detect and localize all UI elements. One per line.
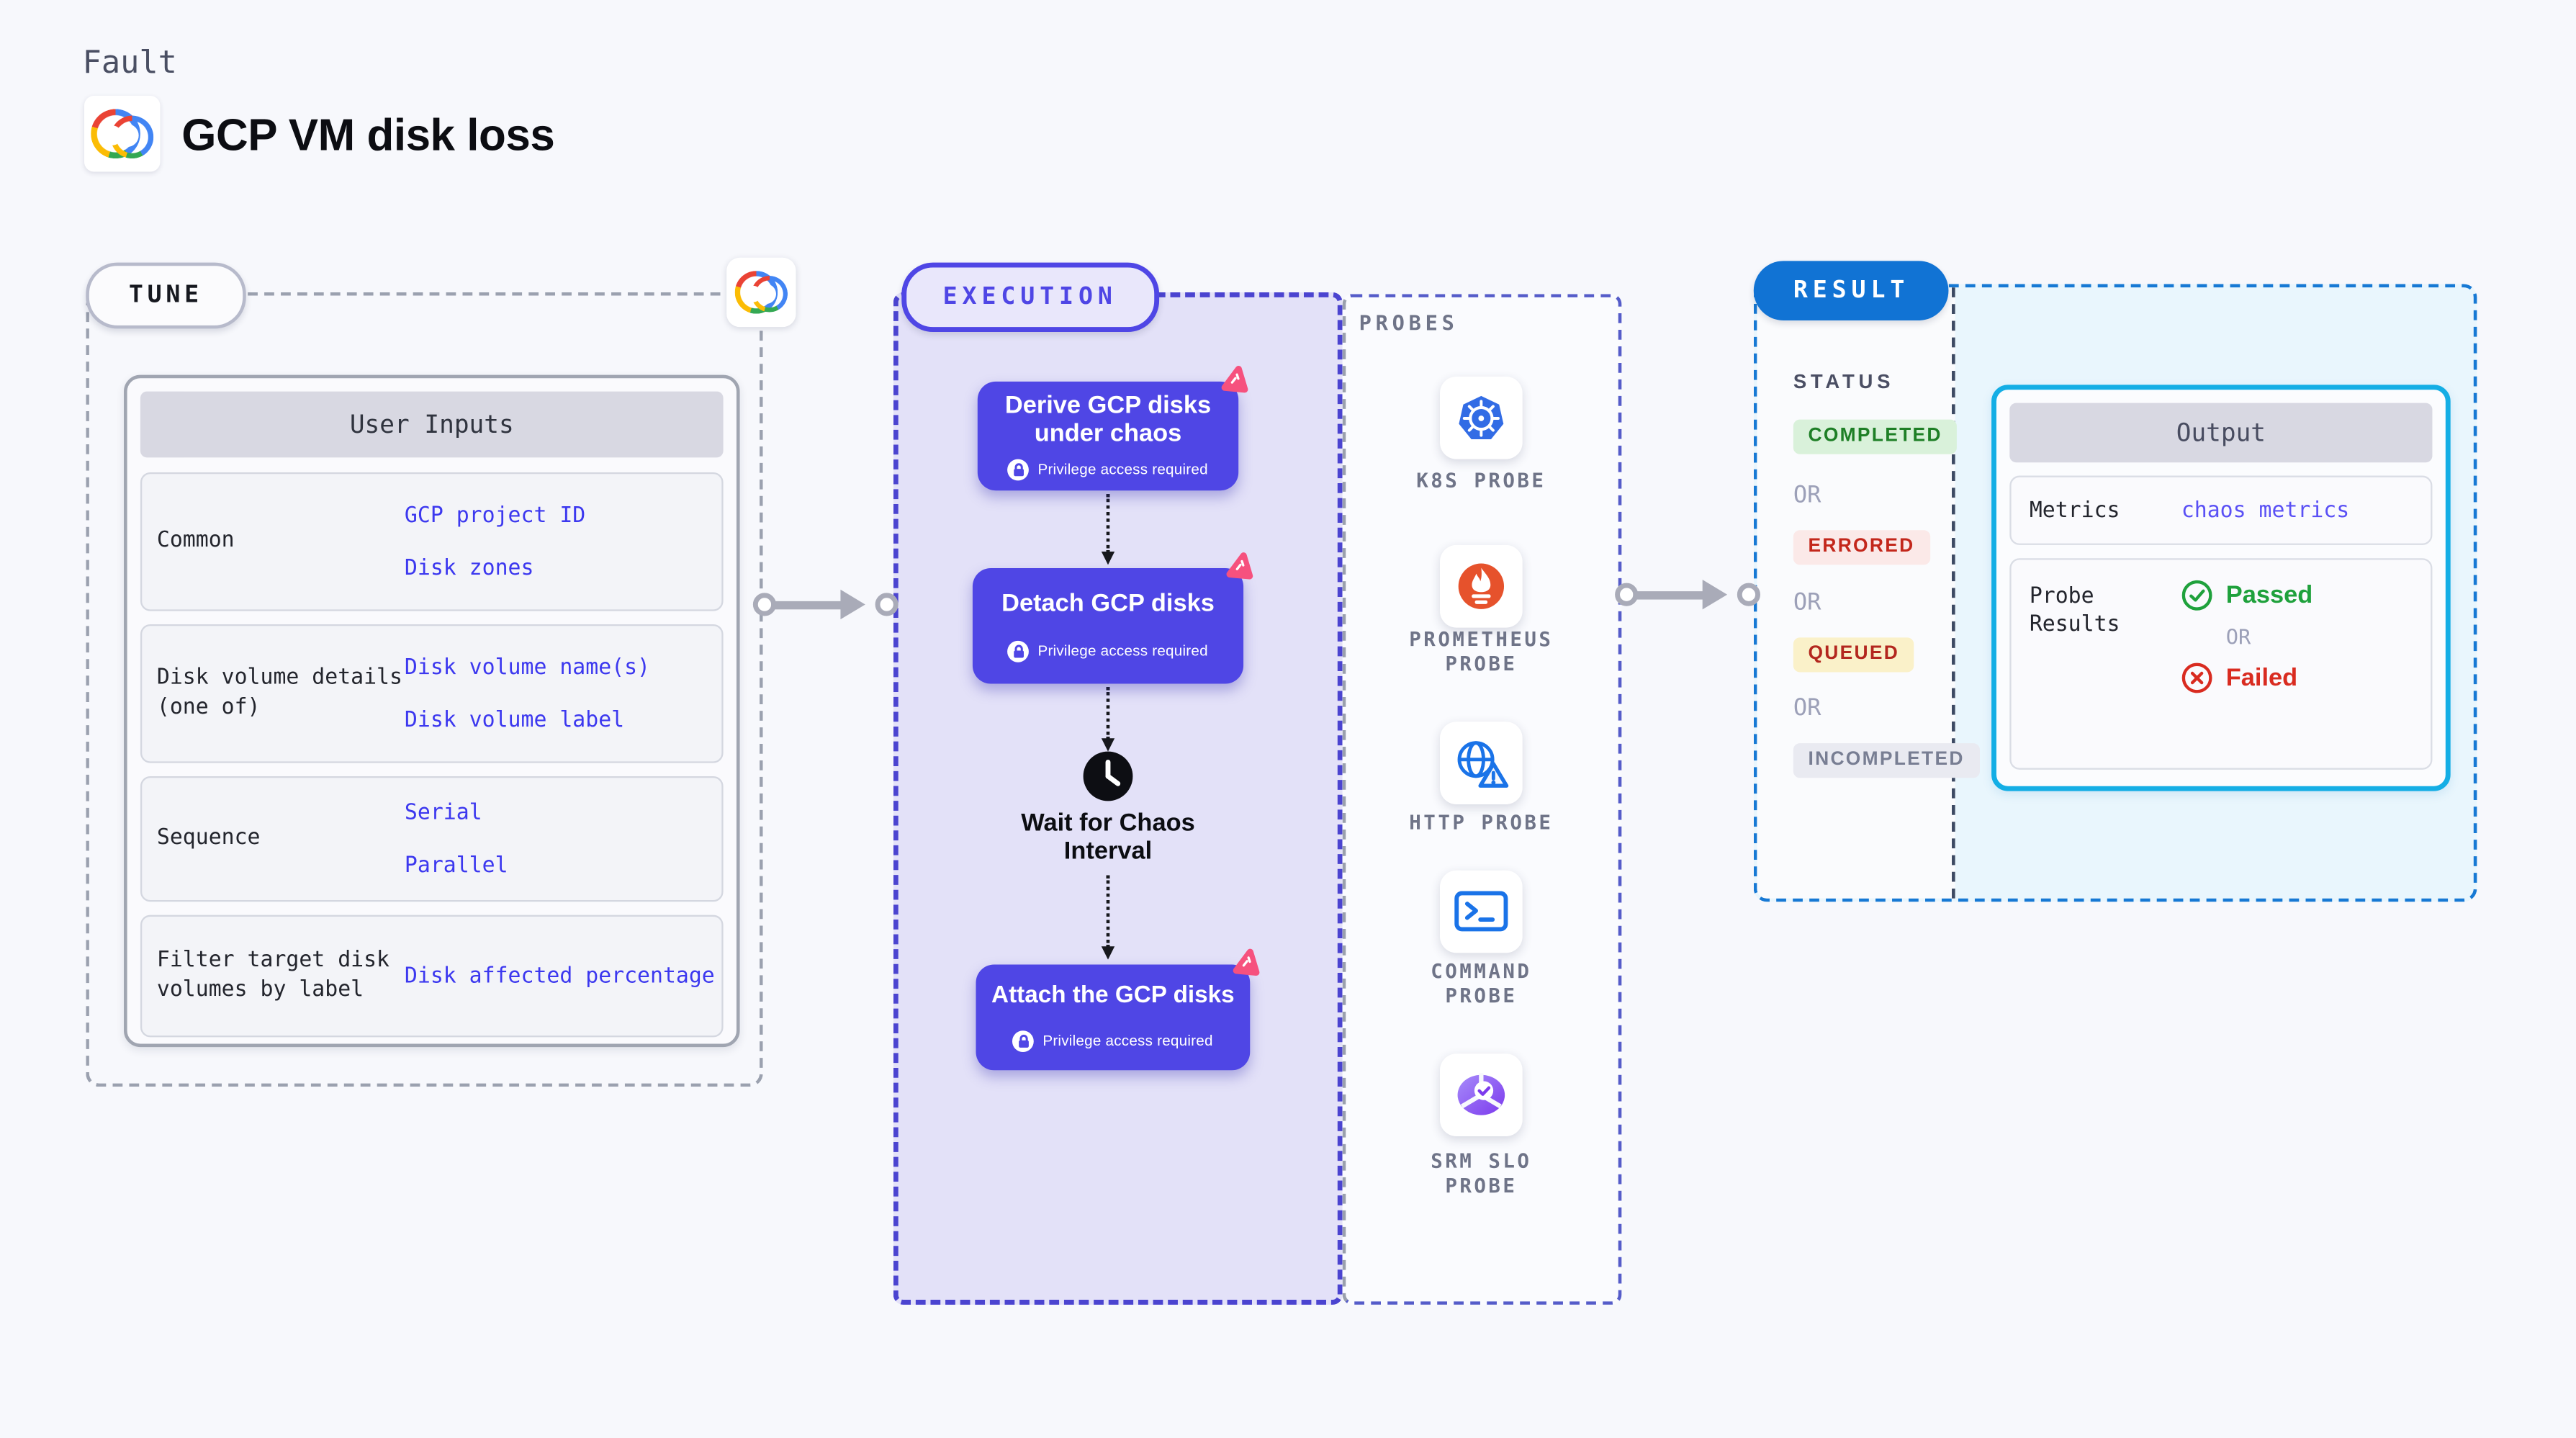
lock-icon [1008,458,1030,480]
clock-icon [1081,750,1134,802]
table-row: Sequence Serial Parallel [140,776,724,902]
tune-section [86,292,763,1087]
metrics-value: chaos metrics [2181,498,2350,523]
or-separator: OR [1793,589,1821,616]
status-badge-incompleted: INCOMPLETED [1793,743,1980,778]
row-label: Sequence [156,825,261,851]
probe-results-row: Probe Results Passed OR Failed [2009,558,2433,770]
arrow-end-circle [875,593,899,616]
arrow-head [840,589,865,620]
row-label: Filter target disk volumes by label [156,948,390,1003]
srm-slo-probe-tile [1440,1053,1523,1136]
status-badge-queued: QUEUED [1793,637,1914,673]
step-title: Detach GCP disks [1001,590,1215,619]
tune-to-execution-arrow [752,585,899,624]
status-badge-completed: COMPLETED [1793,419,1958,454]
arrow-end-circle [1737,583,1760,606]
gcp-cloud-icon [734,271,788,314]
kubernetes-icon [1459,395,1504,440]
terminal-icon [1454,891,1508,932]
prometheus-probe-tile [1440,544,1523,628]
status-badge-errored: ERRORED [1793,530,1930,565]
arrow-line [771,600,857,609]
fault-eyebrow: Fault [82,44,177,81]
execution-pill: EXECUTION [901,262,1159,333]
x-circle-icon [2181,662,2212,693]
command-probe-tile [1440,870,1523,953]
probe-results-label: Probe Results [2029,584,2120,638]
chaos-icon [1228,946,1264,989]
user-inputs-rows: Common GCP project ID Disk zones Disk vo… [140,472,724,1038]
passed-line: Passed [2181,580,2312,611]
row-value: Disk volume name(s) [404,655,651,680]
failed-label: Failed [2225,664,2298,693]
page-title: GCP VM disk loss [181,110,555,161]
table-row: Disk volume details (one of) Disk volume… [140,624,724,763]
probe-label: COMMAND PROBE [1431,959,1532,1008]
table-row: Filter target disk volumes by label Disk… [140,915,724,1038]
step-derive-gcp-disks: Derive GCP disks under chaos Privilege a… [977,365,1248,491]
privilege-badge: Privilege access required [1008,640,1208,662]
probe-label: PROMETHEUS PROBE [1409,627,1554,676]
or-separator: OR [1793,482,1821,509]
privilege-badge: Privilege access required [1013,1030,1213,1052]
http-probe-tile [1440,722,1523,804]
status-heading: STATUS [1793,369,1895,393]
flow-connector [1100,493,1114,565]
row-label: Common [156,528,235,554]
privilege-text: Privilege access required [1037,461,1208,478]
gcp-cloud-icon [91,109,154,159]
chaos-icon [1217,364,1252,406]
privilege-text: Privilege access required [1042,1032,1213,1049]
user-inputs-card: User Inputs Common GCP project ID Disk z… [124,374,740,1048]
privilege-badge: Privilege access required [1008,458,1208,480]
tune-pill: TUNE [86,262,246,329]
flow-connector [1100,875,1114,960]
tune-gcp-tile [726,257,796,328]
step-title: Attach the GCP disks [991,983,1235,1010]
probe-label: HTTP PROBE [1409,811,1554,835]
result-pill: RESULT [1753,261,1950,320]
failed-line: Failed [2181,662,2312,694]
srm-slo-icon [1457,1073,1505,1115]
privilege-text: Privilege access required [1037,642,1208,660]
lock-icon [1013,1030,1035,1052]
output-header: Output [2009,403,2433,463]
arrow-head [1702,580,1728,610]
probes-to-result-arrow [1615,575,1760,614]
probes-heading: PROBES [1359,310,1459,336]
k8s-probe-tile [1440,376,1523,459]
step-detach-gcp-disks: Detach GCP disks Privilege access requir… [972,552,1253,684]
metrics-label: Metrics [2029,498,2120,523]
row-value: Parallel [404,853,508,878]
flow-connector [1100,687,1114,752]
row-value: Disk affected percentage [404,963,715,989]
row-value: Disk volume label [404,707,625,733]
metrics-row: Metrics chaos metrics [2009,475,2433,545]
user-inputs-header: User Inputs [140,391,724,458]
or-separator: OR [1793,695,1821,722]
row-value: Serial [404,800,482,825]
check-circle-icon [2181,580,2212,611]
step-title: Derive GCP disks under chaos [1004,392,1212,449]
arrow-line [1633,590,1719,599]
wait-step-label: Wait for Chaos Interval [1021,809,1195,866]
http-globe-warning-icon [1457,741,1509,788]
row-value: Disk zones [404,555,534,581]
output-card: Output Metrics chaos metrics Probe Resul… [1991,385,2451,791]
row-label: Disk volume details (one of) [156,665,402,721]
status-panel: STATUS COMPLETED OR ERRORED OR QUEUED OR… [1757,287,1980,899]
lock-icon [1008,640,1030,662]
probe-label: SRM SLO PROBE [1431,1149,1532,1197]
prometheus-icon [1458,563,1505,609]
row-value: GCP project ID [404,503,586,528]
step-attach-gcp-disks: Attach the GCP disks Privilege access re… [976,948,1260,1071]
passed-label: Passed [2225,581,2313,610]
chaos-icon [1222,550,1257,593]
or-separator: OR [2225,624,2251,650]
probe-label: K8S PROBE [1416,469,1546,493]
table-row: Common GCP project ID Disk zones [140,472,724,611]
gcp-logo-tile [84,96,161,172]
